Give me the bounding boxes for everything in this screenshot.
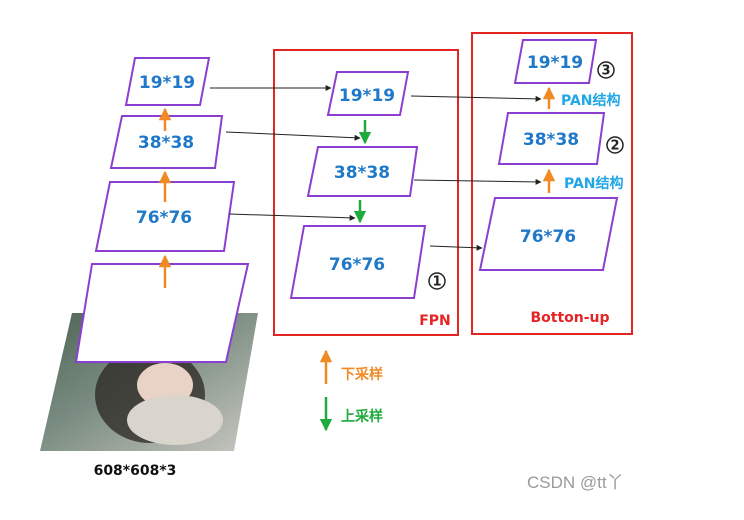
bottom-up-marker3-digit: 3 xyxy=(601,64,610,79)
connector-fpn19-bottomup xyxy=(410,95,542,102)
pan-label-upper: PAN结构 xyxy=(561,92,621,109)
fpn-layer-76 xyxy=(289,225,427,299)
backbone-label-38: 38*38 xyxy=(138,133,194,153)
connector-fpn38-bottomup xyxy=(413,178,542,185)
connector-fpn76-bottomup76 xyxy=(429,244,483,251)
bottom-up-box xyxy=(471,32,633,335)
bottom-up-layer-38 xyxy=(497,112,606,165)
bottom-up-label-76: 76*76 xyxy=(520,227,576,247)
watermark-text: CSDN @tt丫 xyxy=(527,473,624,492)
fpn-label-38: 38*38 xyxy=(334,163,390,183)
input-image xyxy=(40,263,258,451)
bottom-up-marker2-circle xyxy=(606,136,624,154)
fpn-title: FPN xyxy=(419,313,451,329)
photo-sweater-shape xyxy=(127,395,223,445)
bottom-up-marker3-circle xyxy=(597,61,615,79)
bottom-up-label-38: 38*38 xyxy=(523,130,579,150)
backbone-label-76: 76*76 xyxy=(136,208,192,228)
backbone-layer-38 xyxy=(109,115,224,169)
fpn-layer-38 xyxy=(306,146,419,197)
input-layer-shape xyxy=(74,263,250,363)
input-size-label: 608*608*3 xyxy=(94,463,177,479)
backbone-layer-76 xyxy=(94,181,236,252)
bottom-up-label-19: 19*19 xyxy=(527,53,583,73)
bottom-up-title: Botton-up xyxy=(530,310,609,326)
bottom-up-marker2-digit: 2 xyxy=(610,139,619,154)
backbone-layer-19 xyxy=(124,57,211,106)
fpn-box xyxy=(273,49,459,336)
bottom-up-layer-76 xyxy=(478,197,619,271)
pan-label-lower: PAN结构 xyxy=(564,175,624,192)
connector-backbone38-fpn38 xyxy=(225,131,361,141)
fpn-layer-19 xyxy=(326,71,410,116)
bottom-up-layer-19 xyxy=(513,39,598,84)
fpn-marker-digit: 1 xyxy=(432,275,441,290)
legend-downsample-label: 下采样 xyxy=(341,366,383,383)
connector-backbone76-fpn76 xyxy=(228,213,356,221)
backbone-label-19: 19*19 xyxy=(139,73,195,93)
legend-upsample-label: 上采样 xyxy=(341,408,383,425)
fpn-marker-circle xyxy=(428,272,446,290)
fpn-label-76: 76*76 xyxy=(329,255,385,275)
fpn-label-19: 19*19 xyxy=(339,86,395,106)
